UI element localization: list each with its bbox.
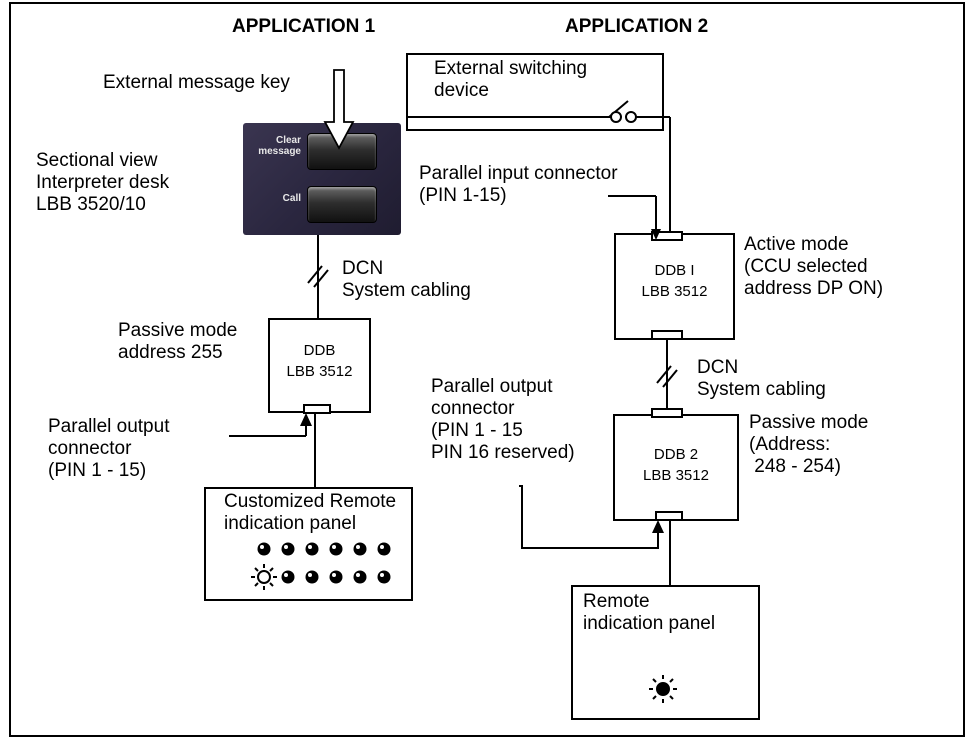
remote-panel-title: Remote indication panel bbox=[583, 591, 716, 634]
lamp-on-icon bbox=[649, 675, 677, 703]
lamp-off-icon bbox=[281, 570, 295, 584]
lamp-on-icon bbox=[251, 564, 277, 590]
lamp-off-icon bbox=[281, 542, 295, 556]
external-message-key-label: External message key bbox=[103, 72, 290, 93]
lamp-off-icon bbox=[257, 542, 271, 556]
down-arrow-icon bbox=[323, 69, 355, 150]
external-switching-device-label: External switching device bbox=[434, 58, 588, 101]
diagram-frame bbox=[9, 2, 965, 737]
interpreter-desk-label: Sectional view Interpreter desk LBB 3520… bbox=[36, 150, 170, 215]
call-key bbox=[307, 186, 377, 223]
lamp-off-highlight bbox=[332, 545, 336, 549]
lamp-off-highlight bbox=[356, 545, 360, 549]
lamp-off-highlight bbox=[284, 545, 288, 549]
lamp-off-icon bbox=[377, 542, 391, 556]
lamp-off-highlight bbox=[332, 573, 336, 577]
lamp-off-highlight bbox=[356, 573, 360, 577]
lamp-off-highlight bbox=[260, 545, 264, 549]
lamp-off-highlight bbox=[380, 545, 384, 549]
application-1-header: APPLICATION 1 bbox=[232, 16, 376, 37]
parallel-output-label-2: Parallel output connector (PIN 1 - 15 PI… bbox=[431, 376, 575, 463]
lamp-off-highlight bbox=[380, 573, 384, 577]
lamp-off-highlight bbox=[308, 545, 312, 549]
ddb1-box-text: DDB I LBB 3512 bbox=[641, 262, 708, 300]
lamp-off-icon bbox=[305, 542, 319, 556]
parallel-input-label: Parallel input connector (PIN 1-15) bbox=[419, 163, 618, 206]
clear-message-key-label: Clear message bbox=[258, 135, 301, 157]
lamp-off-icon bbox=[329, 542, 343, 556]
remote-indication-panel: Remote indication panel bbox=[571, 585, 760, 720]
dcn-cabling-label-2: DCN System cabling bbox=[697, 357, 826, 400]
ddb2-box-text: DDB 2 LBB 3512 bbox=[643, 446, 709, 484]
active-mode-label: Active mode (CCU selected address DP ON) bbox=[744, 234, 884, 299]
customized-panel-title: Customized Remote indication panel bbox=[224, 491, 397, 534]
switch-icon bbox=[610, 111, 622, 123]
lamp-off-highlight bbox=[308, 573, 312, 577]
dcn-cabling-label-1: DCN System cabling bbox=[342, 258, 471, 301]
lamp-off-icon bbox=[305, 570, 319, 584]
interpreter-desk-sectional-view: Clear message Call bbox=[243, 123, 401, 235]
parallel-output-label-1: Parallel output connector (PIN 1 - 15) bbox=[48, 416, 170, 481]
call-key-label: Call bbox=[282, 193, 301, 204]
lamp-off-icon bbox=[377, 570, 391, 584]
application-2-header: APPLICATION 2 bbox=[565, 16, 709, 37]
ddb-box-app1: DDB LBB 3512 bbox=[268, 318, 371, 413]
lamp-off-icon bbox=[329, 570, 343, 584]
lamp-off-highlight bbox=[284, 573, 288, 577]
lamp-off-icon bbox=[353, 570, 367, 584]
ddb2-box: DDB 2 LBB 3512 bbox=[613, 414, 739, 521]
ddb-box-app1-text: DDB LBB 3512 bbox=[286, 342, 353, 380]
passive-mode-label-1: Passive mode address 255 bbox=[118, 320, 238, 363]
lamp-off-icon bbox=[353, 542, 367, 556]
passive-mode-label-2: Passive mode (Address: 248 - 254) bbox=[749, 412, 869, 477]
